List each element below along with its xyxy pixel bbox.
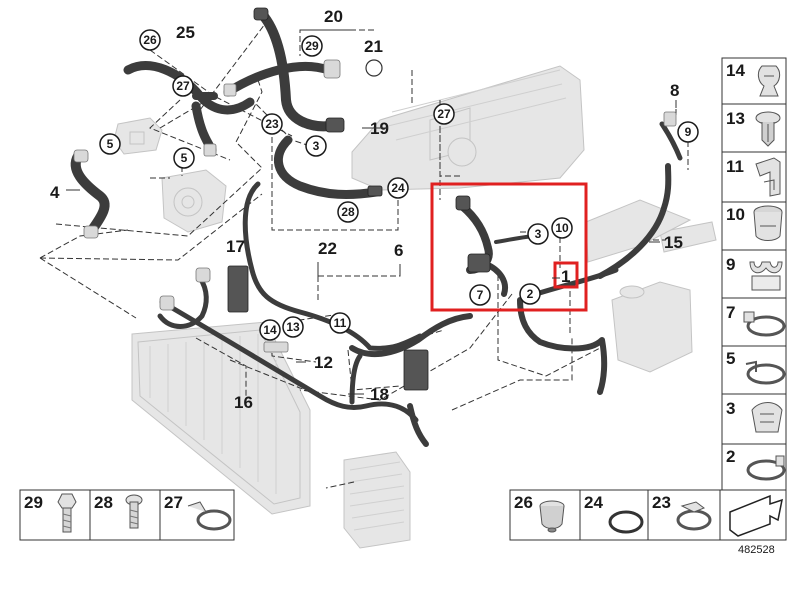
- callout-10-circle: [551, 217, 573, 239]
- callout-14: 14: [263, 323, 277, 337]
- callout-2: 2: [527, 287, 534, 301]
- callout-11-circle: [329, 312, 351, 334]
- hose-clamp-icon-5: [745, 360, 786, 385]
- reference-number: 482528: [738, 544, 775, 556]
- callout-23: 23: [265, 117, 279, 131]
- callout-13: 13: [286, 320, 300, 334]
- callout-5b-circle: [173, 147, 195, 169]
- callout-18: 18: [370, 385, 389, 404]
- callout-29: 29: [305, 39, 319, 53]
- legend-bottom-right: 26 24 23: [509, 489, 787, 541]
- plug-connector-icon: [753, 205, 783, 241]
- callout-26: 26: [143, 33, 157, 47]
- expanding-rivet-icon: [755, 111, 781, 147]
- callout-3a-circle: [305, 135, 327, 157]
- hex-bolt-icon: [57, 493, 77, 533]
- small-parts: [73, 7, 677, 391]
- callout-14-circle: [259, 319, 281, 341]
- callout-29-circle: [301, 35, 323, 57]
- callout-27b: 27: [437, 107, 451, 121]
- callout-3b-circle: [527, 223, 549, 245]
- hose-clamp-icon-23: [676, 501, 712, 531]
- legend-right-num-11: 11: [726, 157, 744, 176]
- legend-right-num-7: 7: [726, 303, 735, 322]
- callout-27a: 27: [176, 79, 190, 93]
- bracket-clip-icon: [755, 157, 781, 197]
- callout-7-circle: [469, 284, 491, 306]
- grommet-icon: [539, 500, 565, 533]
- legend-right-num-14: 14: [726, 61, 745, 80]
- callout-12: 12: [314, 353, 333, 372]
- callout-4: 4: [50, 183, 60, 202]
- clip-icon: [757, 65, 781, 97]
- legend-right-num-5: 5: [726, 349, 735, 368]
- callout-24: 24: [391, 181, 405, 195]
- callout-17: 17: [226, 237, 245, 256]
- callout-20: 20: [324, 7, 343, 26]
- callout-7: 7: [477, 288, 484, 302]
- auxiliary-radiator: [343, 451, 411, 549]
- bolt-icon: [125, 494, 143, 529]
- callout-2-circle: [519, 283, 541, 305]
- arrow-icon: [729, 494, 783, 537]
- legend-br-num-24: 24: [584, 493, 603, 512]
- callout-9: 9: [685, 125, 692, 139]
- water-pump: [161, 169, 227, 233]
- legend-right-num-2: 2: [726, 447, 735, 466]
- legend-right-num-10: 10: [726, 205, 745, 224]
- legend-br-num-23: 23: [652, 493, 671, 512]
- callout-23-circle: [261, 113, 283, 135]
- thermostat-housing: [113, 117, 163, 155]
- callout-25: 25: [176, 23, 195, 42]
- callout-3b: 3: [535, 227, 542, 241]
- spring-clip-icon: [751, 402, 783, 433]
- callout-8: 8: [670, 81, 679, 100]
- callout-27a-circle: [172, 75, 194, 97]
- callout-15: 15: [664, 233, 683, 252]
- legend-bl-num-27: 27: [164, 493, 183, 512]
- callout-28-circle: [337, 201, 359, 223]
- legend-br-num-26: 26: [514, 493, 533, 512]
- callout-6: 6: [394, 241, 403, 260]
- callout-16: 16: [234, 393, 253, 412]
- expansion-tank: [611, 221, 717, 373]
- callout-3a: 3: [313, 139, 320, 153]
- callout-ticks: [66, 29, 677, 395]
- callout-10: 10: [555, 221, 569, 235]
- legend-right-num-9: 9: [726, 255, 735, 274]
- hose-clamp-icon-7: [743, 311, 786, 337]
- double-clip-icon: [749, 261, 783, 291]
- plain-callouts: 20 25 21 19 8 4 15 6 17 22 12 16 18 1: [50, 7, 683, 412]
- legend-right-num-3: 3: [726, 399, 735, 418]
- callout-1: 1: [561, 267, 570, 286]
- hose-clamp-icon-27: [187, 501, 232, 531]
- callout-5a: 5: [107, 137, 114, 151]
- engine-intake-manifold: [351, 65, 585, 191]
- callout-24-circle: [387, 177, 409, 199]
- highlight-label-box: [553, 261, 579, 289]
- callout-5a-circle: [99, 133, 121, 155]
- legend-right: 14 13 11 10 9 7 5 3 2: [721, 57, 787, 493]
- callout-9-circle: [677, 121, 699, 143]
- legend-right-num-13: 13: [726, 109, 745, 128]
- callout-11: 11: [334, 316, 347, 330]
- highlight-box: [430, 182, 588, 312]
- circled-callouts: 26 29 27 27 23 3 5 5 24 28 3 10 9 7 2 14…: [99, 29, 699, 341]
- callout-27b-circle: [433, 103, 455, 125]
- hose-clamp-icon-2: [746, 455, 786, 481]
- radiator: [131, 321, 311, 515]
- callout-22: 22: [318, 239, 337, 258]
- callout-28: 28: [341, 205, 355, 219]
- legend-bl-num-29: 29: [24, 493, 43, 512]
- legend-bottom-left: 29 28 27: [19, 489, 235, 541]
- callout-13-circle: [282, 316, 304, 338]
- callout-5b: 5: [181, 151, 188, 165]
- o-ring-icon: [608, 510, 644, 534]
- callout-21: 21: [364, 37, 383, 56]
- legend-bl-num-28: 28: [94, 493, 113, 512]
- callout-26-circle: [139, 29, 161, 51]
